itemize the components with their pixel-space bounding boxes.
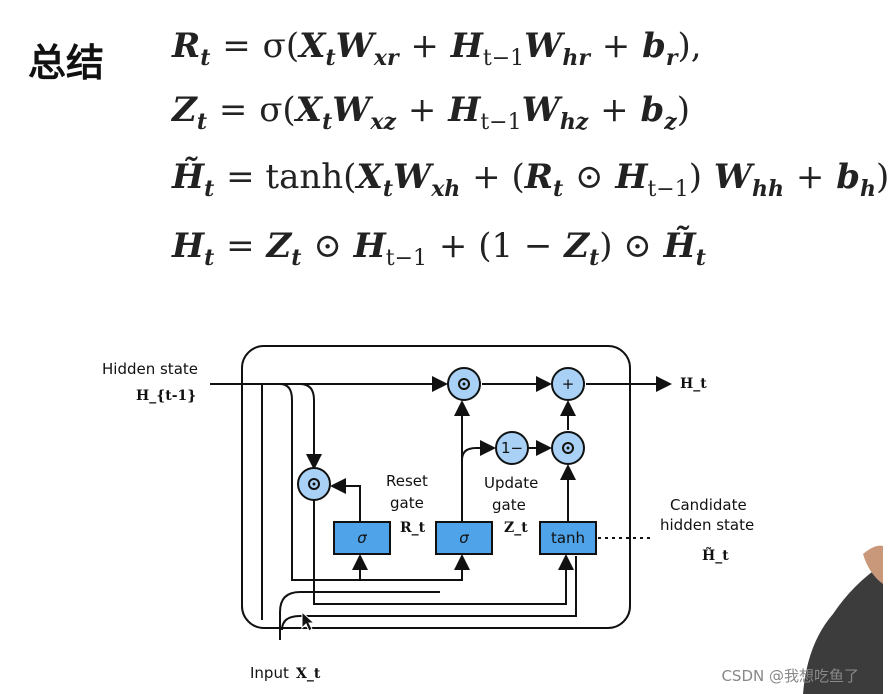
page-title: 总结 <box>28 41 105 85</box>
plus-op-label: + <box>562 375 575 393</box>
reset-gate-output-line <box>330 478 361 522</box>
equation-update-gate: Zt = σ(XtWxz + Ht−1Whz + bz) <box>172 90 691 135</box>
update-sigma-label: σ <box>459 529 469 547</box>
hidden-to-update-line <box>292 554 470 581</box>
one-minus-op <box>495 431 529 465</box>
tanh-box <box>539 521 597 555</box>
one-minus-label: 1− <box>501 439 523 457</box>
reset-gate-label-1: Reset <box>386 472 428 490</box>
hidden-to-reset-line <box>279 383 368 581</box>
tanh-label: tanh <box>551 529 585 547</box>
hidden-state-symbol: H_{t-1} <box>136 388 196 404</box>
hidden-to-reset-mult-line <box>299 383 322 470</box>
reset-mult-to-tanh-line <box>313 500 574 605</box>
candidate-label-2: hidden state <box>660 516 754 534</box>
input-to-tanh-line <box>281 556 577 631</box>
presenter-image <box>803 524 883 694</box>
mouse-cursor-icon <box>301 610 316 632</box>
update-gate-symbol: Z_t <box>504 520 528 536</box>
update-to-one-minus-line <box>461 440 496 461</box>
gru-cell-frame <box>241 345 631 629</box>
equation-reset-gate: Rt = σ(XtWxr + Ht−1Whr + br), <box>172 26 702 71</box>
reset-sigma-box <box>333 521 391 555</box>
input-line-a <box>279 591 440 640</box>
candidate-label-1: Candidate <box>670 496 747 514</box>
equation-candidate-state: H̃t = tanh(XtWxh + (Rt ⊙ Ht−1) Whh + bh) <box>172 157 889 202</box>
input-label: Input <box>250 664 289 682</box>
reset-gate-symbol: R_t <box>400 520 426 536</box>
watermark-text: CSDN @我想吃鱼了 <box>721 667 859 685</box>
candidate-symbol: H̃_t <box>702 546 729 564</box>
output-symbol: H_t <box>680 376 707 392</box>
update-sigma-box <box>435 521 493 555</box>
hidden-state-label: Hidden state <box>102 360 198 378</box>
plus-op <box>551 367 585 401</box>
reset-sigma-label: σ <box>357 529 367 547</box>
update-gate-label-1: Update <box>484 474 538 492</box>
update-gate-label-2: gate <box>492 496 526 514</box>
equation-hidden-state: Ht = Zt ⊙ Ht−1 + (1 − Zt) ⊙ H̃t <box>172 226 706 271</box>
gru-diagram: σ σ tanh + 1− Hidden state H_{t-1} H_t R… <box>102 345 754 682</box>
reset-gate-label-2: gate <box>390 494 424 512</box>
input-symbol: X_t <box>296 666 321 682</box>
